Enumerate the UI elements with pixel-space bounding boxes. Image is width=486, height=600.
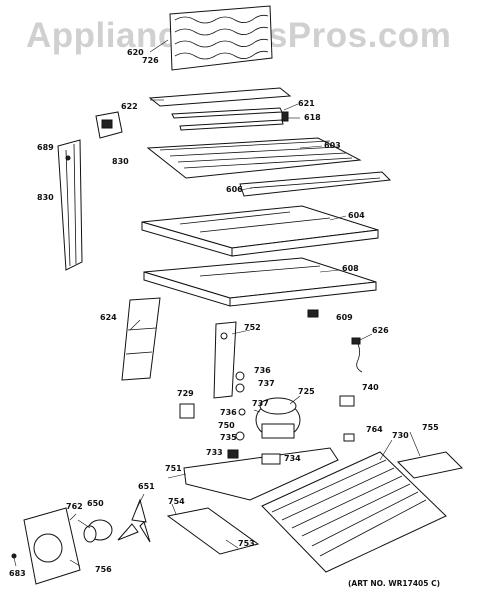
callout-624: 624 (100, 313, 117, 322)
callout-609: 609 (336, 313, 353, 322)
callout-730: 730 (392, 431, 409, 440)
evaporator-trough (148, 87, 292, 107)
callout-603: 603 (324, 141, 341, 150)
callout-726: 726 (142, 56, 159, 65)
leader-lines (13, 39, 421, 567)
callout-830-upper: 830 (112, 157, 129, 166)
callout-736-upper: 736 (254, 366, 271, 375)
callout-830-lower: 830 (37, 193, 54, 202)
callout-737-upper: 737 (258, 379, 275, 388)
callout-750: 750 (218, 421, 235, 430)
callout-608: 608 (342, 264, 359, 273)
callout-733: 733 (206, 448, 223, 457)
callout-651: 651 (138, 482, 155, 491)
callout-618: 618 (304, 113, 321, 122)
callout-650: 650 (87, 499, 104, 508)
clip-764 (343, 433, 355, 442)
callout-751: 751 (165, 464, 182, 473)
air-duct (121, 297, 161, 381)
callout-689: 689 (37, 143, 54, 152)
callout-725: 725 (298, 387, 315, 396)
relay-729 (179, 403, 195, 419)
callout-737-lower: 737 (252, 399, 269, 408)
grommet-736 (235, 371, 245, 381)
callout-683: 683 (9, 569, 26, 578)
screw-683 (11, 553, 17, 559)
grommet-736b (238, 408, 246, 416)
callout-729: 729 (177, 389, 194, 398)
defrost-tube (171, 107, 289, 131)
callout-752: 752 (244, 323, 261, 332)
callout-626: 626 (372, 326, 389, 335)
clip-740 (339, 395, 355, 407)
fan-blade (117, 498, 151, 543)
callout-labels: 620 726 622 621 618 689 830 830 603 606 … (9, 48, 439, 578)
compressor-bracket (213, 321, 237, 399)
callout-764: 764 (366, 425, 383, 434)
art-number: (ART NO. WR17405 C) (348, 579, 440, 588)
callout-762: 762 (66, 502, 83, 511)
evaporator-coil (169, 5, 273, 71)
clip-609 (307, 309, 319, 318)
wire-harness (351, 337, 363, 373)
vertical-channel (57, 139, 83, 271)
shelf-channel (239, 171, 392, 197)
evaporator-cover (146, 137, 362, 179)
compressor-base (183, 447, 339, 501)
callout-736-lower: 736 (220, 408, 237, 417)
compressor (255, 397, 301, 439)
pad-754 (166, 507, 260, 555)
fan-motor (83, 519, 113, 543)
grommet-735 (235, 431, 245, 441)
callout-621: 621 (298, 99, 315, 108)
floor-panel-upper (141, 205, 379, 257)
callout-753: 753 (238, 539, 255, 548)
pad-755 (396, 451, 464, 479)
callout-740: 740 (362, 383, 379, 392)
callout-755: 755 (422, 423, 439, 432)
damper-bracket (95, 111, 123, 139)
grommet-737 (235, 383, 245, 393)
callout-622: 622 (121, 102, 138, 111)
callout-735: 735 (220, 433, 237, 442)
callout-756: 756 (95, 565, 112, 574)
callout-620: 620 (127, 48, 144, 57)
callout-606: 606 (226, 185, 243, 194)
floor-panel-lower (143, 257, 377, 307)
fan-shroud (23, 507, 81, 585)
condenser (261, 451, 447, 573)
callout-734: 734 (284, 454, 301, 463)
callout-604: 604 (348, 211, 365, 220)
callout-754: 754 (168, 497, 185, 506)
